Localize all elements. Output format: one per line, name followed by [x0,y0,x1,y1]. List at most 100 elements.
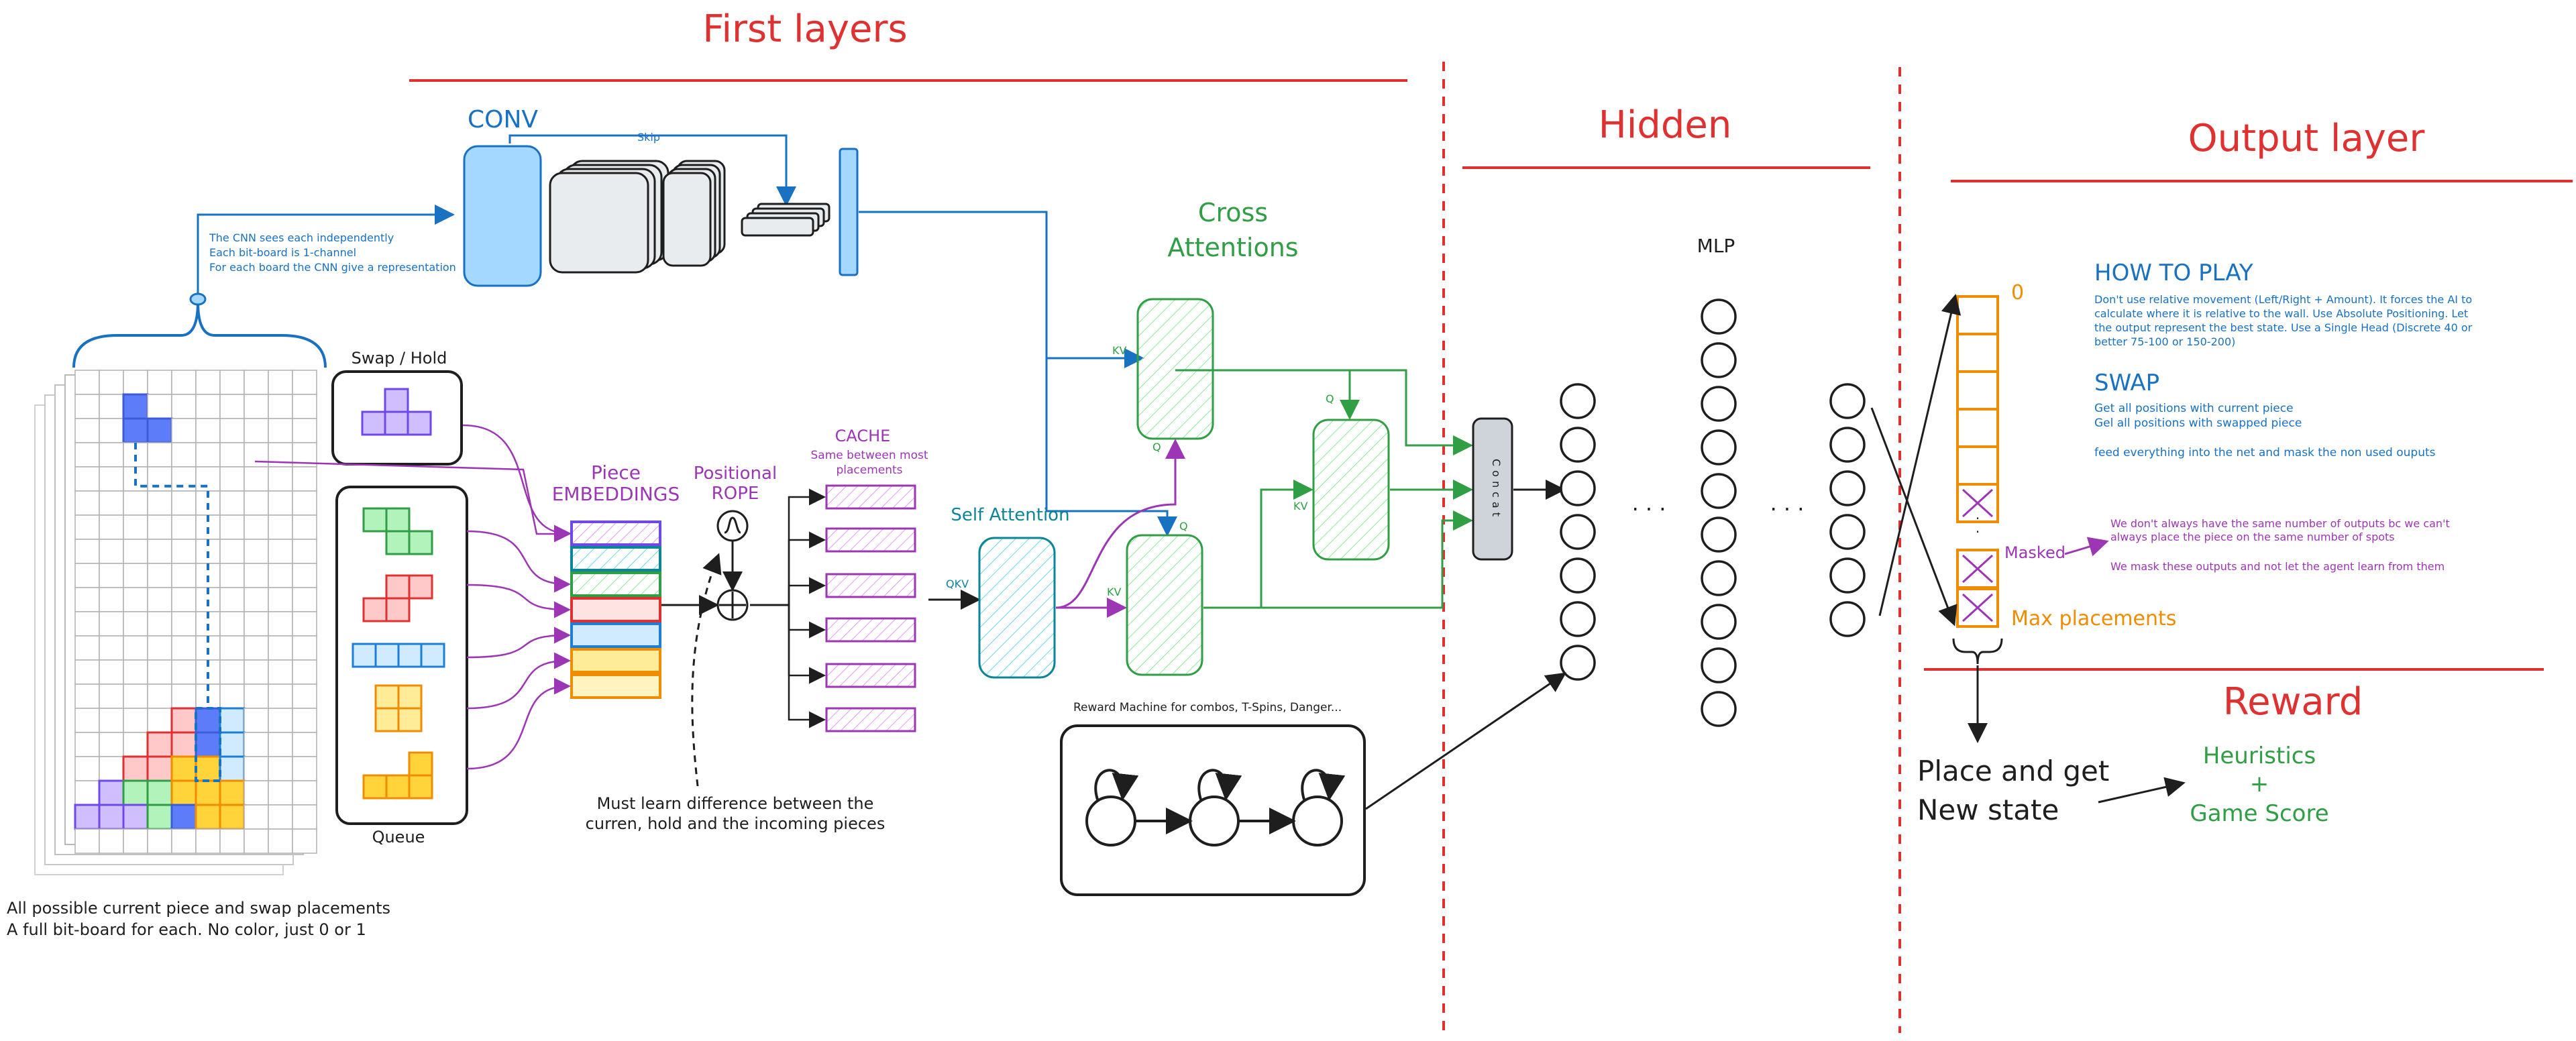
embedding-slot [570,622,661,648]
falling-piece-arrow [254,460,571,543]
queue-cell [362,597,388,622]
first-layers-title: First layers [702,7,907,51]
queue-title: Queue [372,828,425,846]
cache-fan-arrow [750,577,826,606]
board-cell [244,756,269,781]
cache-slot [825,573,916,598]
hold-title: Swap / Hold [352,349,447,368]
board-cell [219,828,245,854]
output-cell [1956,333,1999,373]
masked-note-line-2: always place the piece on the same numbe… [2110,531,2395,543]
learn-note: Must learn difference between the curren… [586,794,885,833]
board-cell [171,563,197,588]
cache-subtitle: Same between most placements [810,449,928,477]
embeddings-title-line-1: Piece [591,461,641,484]
board-cell [219,804,246,830]
board-cell [219,779,246,806]
board-cell [99,514,124,540]
queue-cell [408,751,433,777]
board-cell [99,635,124,661]
board-caption-line-2: A full bit-board for each. No color, jus… [7,920,366,939]
queue-cell [397,684,423,710]
dots-right: · · · [1770,496,1805,522]
board-cell [74,370,100,395]
piece-arrow [466,677,571,770]
board-cell [219,731,246,758]
hidden-title: Hidden [1599,103,1732,147]
heuristics-text: Heuristics + Game Score [2190,743,2328,827]
board-cell [123,370,148,395]
neuron [1560,383,1596,419]
board-cell [219,418,245,443]
board-cell [74,539,100,564]
board-cell [195,370,221,395]
rope-title-line-1: Positional [694,463,777,484]
board-cell [170,779,197,806]
cache-slot [825,663,916,688]
board-cell [244,466,269,492]
board-caption-line-1: All possible current piece and swap plac… [7,899,390,918]
hold-cell [407,410,432,436]
masked-note: We don't always have the same number of … [2110,517,2450,573]
conv-input-block [463,145,542,287]
neuron [1701,342,1737,378]
board-cell [244,563,269,588]
conv-to-self-kv-arrow [1045,358,1177,537]
board-cell [146,417,173,444]
section-underlines [409,79,2573,671]
cross-attention-block-mid [1126,534,1203,676]
board-cell [244,394,269,419]
learn-note-line-1: Must learn difference between the [597,794,874,813]
hold-cell [384,410,409,436]
piece-arrow [466,652,571,710]
section-headers: First layers Hidden Output layer Reward [702,7,2425,724]
self-to-cross-top-q-arrow [1055,439,1185,609]
board-cell [123,514,148,540]
conv-output-vector [839,148,859,276]
brace-joint [189,292,207,306]
cache-subtitle-line-1: Same between most [810,449,928,462]
how-to-play-line-1: Don't use relative movement (Left/Right … [2094,293,2472,306]
cache-slot [825,527,916,553]
place-line-1: Place and get [1917,755,2109,787]
board-cell [170,804,197,830]
how-to-play-line-2: calculate where it is relative to the wa… [2094,307,2468,320]
board-cell [74,563,100,588]
board-cell [99,756,124,781]
board-cell [147,539,172,564]
output-vertical-dots-2: · [1976,524,1980,540]
conv-skip-label: Skip [637,131,660,144]
board-cell [171,828,197,854]
board-cell [244,442,269,468]
queue-cell [362,774,388,800]
board-cell [147,587,172,612]
board-cell [268,563,293,588]
board-cell [99,587,124,612]
queue-cell [385,574,411,600]
board-cell [122,804,149,830]
board-cell [123,539,148,564]
cache-fan-arrow [750,488,826,606]
piece-embeddings-stack [570,520,661,699]
reward-title: Reward [2223,680,2363,724]
neuron [1560,557,1596,594]
board-cell [268,418,293,443]
board-cell [219,370,245,395]
board-cell [74,442,100,468]
board-cell [244,539,269,564]
board-cell [170,707,197,734]
mask-cross [1962,488,1994,518]
board-cell [219,611,245,637]
queue-cell [374,707,400,732]
board-cell [147,490,172,516]
board-cell [219,707,246,734]
board-cell [219,587,245,612]
neuron [1701,473,1737,509]
cross-mid-kv-label: KV [1107,586,1121,598]
neuron [1560,645,1596,681]
rope-title: Positional ROPE [694,463,777,504]
conv-note-line-3: For each board the CNN give a representa… [209,261,456,274]
board-cell [74,732,100,757]
conv-feature-maps-3 [741,203,830,237]
conv-note-line-1: The CNN sees each independently [209,231,394,244]
